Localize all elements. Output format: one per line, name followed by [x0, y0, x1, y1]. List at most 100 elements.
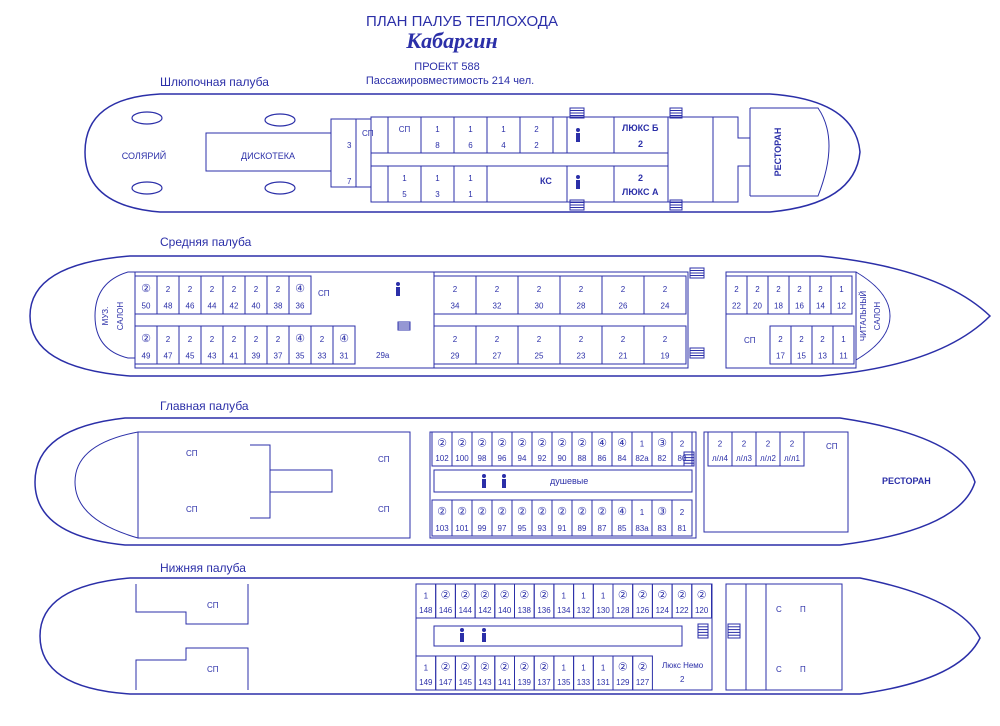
cabin: 237: [266, 325, 290, 365]
cabin-number: 127: [636, 678, 650, 687]
cabin-number: 8: [435, 141, 440, 150]
cabin-number: 146: [439, 606, 453, 615]
cabin-number: 43: [208, 352, 217, 361]
cabin: ④31: [332, 325, 356, 365]
cabin-number: 133: [577, 678, 591, 687]
cabin: ②49: [134, 325, 158, 365]
cabin-number: 148: [419, 606, 433, 615]
cabin-number: 32: [493, 302, 502, 311]
cabin-number: 80: [678, 454, 687, 463]
cabin: 16: [453, 116, 488, 154]
cabin-capacity: ②: [480, 661, 490, 673]
stairs: [569, 107, 683, 211]
lux-nemo-cap: 2: [680, 675, 685, 684]
cabin-capacity: 2: [818, 285, 823, 294]
cabin-number: 84: [618, 454, 627, 463]
cabin-capacity: 1: [601, 591, 606, 600]
cabin-capacity: ②: [519, 661, 529, 673]
person-icon: [482, 628, 486, 632]
cabin-number: 6: [468, 141, 473, 150]
cabin: 215: [790, 325, 813, 365]
cabin-capacity: ②: [677, 589, 687, 601]
person-icon: [482, 633, 486, 642]
deck-label-main: Главная палуба: [160, 399, 249, 413]
cabin-capacity: 2: [799, 335, 804, 344]
cabin: 223: [559, 325, 603, 365]
person-icon: [502, 479, 506, 488]
cabin: 222: [725, 275, 748, 315]
capacity: Пассажировместимость 214 чел.: [366, 75, 534, 87]
lux-nemo-label: Люкс Немо: [662, 661, 704, 670]
cabin-capacity: 2: [232, 285, 237, 294]
main-top-rooms: ②102②100②98②96②94②92②90②88④86④84182а③822…: [431, 431, 693, 467]
cabin-capacity: ②: [618, 661, 628, 673]
cabin-number: 149: [419, 678, 433, 687]
cabin-number: 12: [837, 302, 846, 311]
cabin: 221: [601, 325, 645, 365]
cabin-number: л/л3: [736, 454, 753, 463]
cabin-number: 129: [616, 678, 630, 687]
cabin: 224: [643, 275, 687, 315]
lux-b-cap: 2: [638, 139, 643, 149]
cabin: 13: [420, 165, 455, 203]
cabin: ②92: [531, 431, 553, 467]
salon-label-right: САЛОН: [873, 302, 882, 331]
cabin-capacity: 2: [663, 285, 668, 294]
cabin-capacity: 1: [640, 439, 645, 448]
cabin-number: 86: [598, 454, 607, 463]
cabin-number: 30: [535, 302, 544, 311]
cabin: 280: [671, 431, 693, 467]
cabin-number: 99: [478, 524, 487, 533]
cabin: ②89: [571, 499, 593, 537]
cabin-number: 14: [816, 302, 825, 311]
cabin-number: 140: [498, 606, 512, 615]
cabin-number: 48: [164, 302, 173, 311]
cabin-capacity: 2: [621, 285, 626, 294]
cabin-capacity: ②: [517, 437, 527, 449]
cabin: ②91: [551, 499, 573, 537]
room-7: 7: [347, 177, 352, 186]
cabin-capacity: ②: [557, 506, 567, 518]
cabin-number: 13: [818, 352, 827, 361]
cabin-capacity: ②: [557, 437, 567, 449]
person-icon: [396, 282, 400, 286]
showers-label: душевые: [550, 476, 588, 486]
cabin-capacity: ②: [517, 506, 527, 518]
cabin-number: 34: [451, 302, 460, 311]
cabin-capacity: 2: [680, 508, 685, 517]
cabin-capacity: 2: [766, 439, 771, 448]
cabin-capacity: 2: [579, 335, 584, 344]
cabin-number: 96: [498, 454, 507, 463]
cabin: 213: [811, 325, 834, 365]
cabin: ②96: [491, 431, 513, 467]
cabin: 243: [200, 325, 224, 365]
sp-label: СП: [318, 289, 330, 298]
cabin-number: 97: [498, 524, 507, 533]
cabin-number: 95: [518, 524, 527, 533]
cabin-capacity: ②: [657, 589, 667, 601]
cabin-capacity: 2: [797, 285, 802, 294]
cabin-number: 136: [537, 606, 551, 615]
cabin-capacity: 1: [640, 508, 645, 517]
person-icon: [482, 474, 486, 478]
cabin-capacity: ④: [617, 437, 627, 449]
cabin-number: л/л2: [760, 454, 777, 463]
cabin: 2 14: [809, 275, 832, 315]
cabin: 14: [486, 116, 521, 154]
stairs: [697, 623, 741, 639]
cabin-capacity: 2: [742, 439, 747, 448]
cabin: ②97: [491, 499, 513, 537]
